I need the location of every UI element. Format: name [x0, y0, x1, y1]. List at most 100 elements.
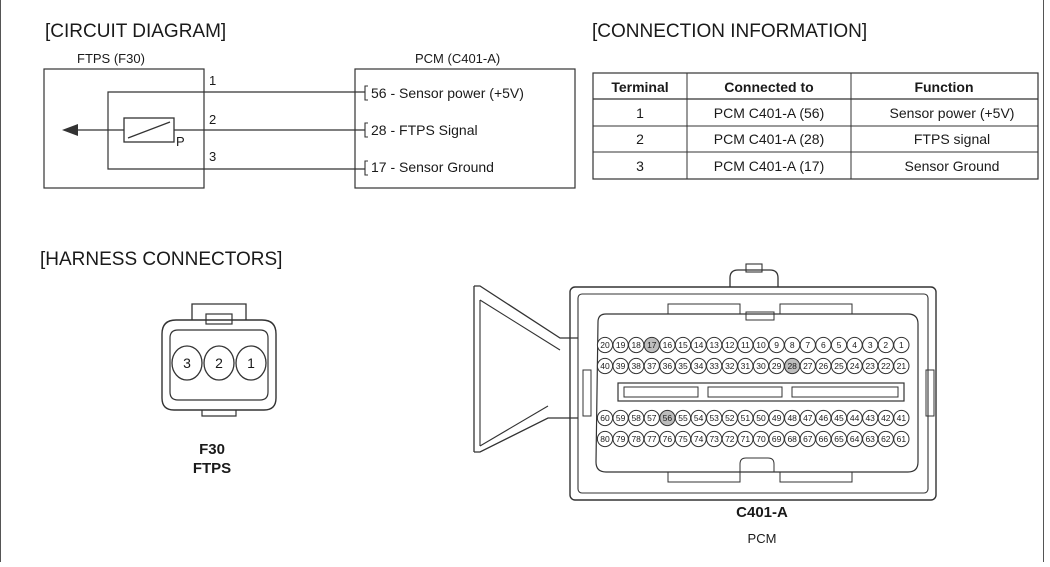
- pcm-cavity: [893, 357, 910, 375]
- pcm-cavity-label: 55: [678, 413, 688, 423]
- pcm-cavity-label: 76: [663, 434, 673, 444]
- pcm-cavity-label: 42: [881, 413, 891, 423]
- pcm-connector-name: PCM: [748, 531, 777, 546]
- pcm-pin-17-bracket: [364, 160, 368, 176]
- table-cell: PCM C401-A (17): [714, 158, 824, 174]
- pcm-cavity-label: 1: [899, 340, 904, 350]
- pcm-cavity: [893, 336, 910, 354]
- pcm-cavity-label: 12: [725, 340, 735, 350]
- pcm-cavity-label: 18: [631, 340, 641, 350]
- pcm-cavity-label: 34: [694, 361, 704, 371]
- connection-information-heading: [CONNECTION INFORMATION]: [592, 21, 867, 42]
- pcm-cavity-label: 19: [616, 340, 626, 350]
- table-cell: 1: [636, 105, 644, 121]
- sensor-label: FTPS (F30): [77, 51, 145, 66]
- pcm-cavity-label: 75: [678, 434, 688, 444]
- pcm-cavity-label: 16: [663, 340, 673, 350]
- pcm-cavity-label: 72: [725, 434, 735, 444]
- ftps-connector: 3 2 1: [161, 303, 277, 417]
- pcm-cavity-label: 22: [881, 361, 891, 371]
- table-cell: Sensor Ground: [905, 158, 1000, 174]
- pcm-cavity-label: 52: [725, 413, 735, 423]
- pcm-cavity-label: 44: [850, 413, 860, 423]
- pcm-cavity-label: 28: [787, 361, 797, 371]
- pcm-cavity-label: 17: [647, 340, 657, 350]
- pcm-cavity-label: 43: [865, 413, 875, 423]
- signal-arrow-icon: [62, 124, 78, 136]
- pcm-cavity-label: 24: [850, 361, 860, 371]
- pcm-cavity-label: 4: [852, 340, 857, 350]
- pcm-cavity-label: 49: [772, 413, 782, 423]
- pcm-cavity-label: 33: [709, 361, 719, 371]
- pcm-cavity-label: 59: [616, 413, 626, 423]
- pcm-cavity-label: 57: [647, 413, 657, 423]
- pcm-cavity-label: 32: [725, 361, 735, 371]
- pcm-cavity-label: 25: [834, 361, 844, 371]
- table-cell: PCM C401-A (28): [714, 131, 824, 147]
- sensor-box: [43, 68, 205, 189]
- pcm-pin-28-bracket: [364, 122, 368, 138]
- ftps-connector-name: FTPS: [193, 460, 231, 477]
- pcm-cavity-label: 38: [631, 361, 641, 371]
- table-cell: FTPS signal: [914, 131, 990, 147]
- pcm-cavity-label: 50: [756, 413, 766, 423]
- table-cell: PCM C401-A (56): [714, 105, 824, 121]
- pcm-cavity-label: 68: [787, 434, 797, 444]
- pcm-label: PCM (C401-A): [415, 51, 500, 66]
- table-cell: 2: [636, 131, 644, 147]
- table-header-function: Function: [914, 79, 973, 95]
- pcm-cavity-label: 66: [819, 434, 829, 444]
- table-cell: Sensor power (+5V): [890, 105, 1015, 121]
- pcm-cavity-label: 5: [837, 340, 842, 350]
- table-header-terminal: Terminal: [611, 79, 668, 95]
- pcm-cavity-label: 79: [616, 434, 626, 444]
- pcm-cavity-label: 51: [741, 413, 751, 423]
- pcm-cavity-label: 11: [741, 340, 750, 350]
- pcm-cavity-label: 56: [663, 413, 673, 423]
- pcm-cavity-label: 45: [834, 413, 844, 423]
- harness-connectors-heading: [HARNESS CONNECTORS]: [40, 249, 282, 270]
- pcm-cavity-label: 27: [803, 361, 813, 371]
- pcm-cavity-label: 63: [865, 434, 875, 444]
- ftps-cavity-1-label: 1: [247, 355, 255, 371]
- pcm-cavity-label: 54: [694, 413, 704, 423]
- circuit-diagram-heading: [CIRCUIT DIAGRAM]: [45, 21, 226, 42]
- pcm-cavity-label: 62: [881, 434, 891, 444]
- pcm-cavity-label: 53: [709, 413, 719, 423]
- pcm-cavity-label: 37: [647, 361, 657, 371]
- pcm-cavity-label: 30: [756, 361, 766, 371]
- pcm-cavity-label: 21: [897, 361, 907, 371]
- table-header-connected-to: Connected to: [724, 79, 813, 95]
- pcm-pin-28-label: 28 - FTPS Signal: [371, 122, 478, 138]
- pcm-cavity-label: 61: [897, 434, 907, 444]
- pcm-cavity-label: 70: [756, 434, 766, 444]
- pcm-cavity-label: 74: [694, 434, 704, 444]
- pcm-cavity-label: 20: [600, 340, 610, 350]
- pcm-cavity-label: 3: [868, 340, 873, 350]
- pcm-cavity-label: 35: [678, 361, 688, 371]
- pcm-box: [354, 68, 576, 189]
- pcm-cavity-label: 73: [709, 434, 719, 444]
- pcm-cavity-label: 40: [600, 361, 610, 371]
- pcm-cavity: [893, 430, 910, 448]
- pcm-cavity-label: 6: [821, 340, 826, 350]
- pcm-cavity-label: 7: [805, 340, 810, 350]
- pcm-cavity-label: 10: [756, 340, 766, 350]
- pcm-cavity-label: 47: [803, 413, 813, 423]
- pcm-cavity-label: 60: [600, 413, 610, 423]
- pcm-cavity-label: 69: [772, 434, 782, 444]
- pcm-cavity-label: 48: [787, 413, 797, 423]
- sensor-symbol-slash: [127, 121, 171, 139]
- pcm-cavity-label: 13: [709, 340, 719, 350]
- pcm-pin-56-bracket: [364, 85, 368, 101]
- pcm-cavity-label: 23: [865, 361, 875, 371]
- connection-table: Terminal Connected to Function 1 PCM C40…: [592, 72, 1039, 180]
- pcm-cavity-label: 64: [850, 434, 860, 444]
- pcm-cavity-label: 26: [819, 361, 829, 371]
- pcm-cavity-label: 58: [631, 413, 641, 423]
- ftps-cavity-2-label: 2: [215, 355, 223, 371]
- pcm-cavity-label: 36: [663, 361, 673, 371]
